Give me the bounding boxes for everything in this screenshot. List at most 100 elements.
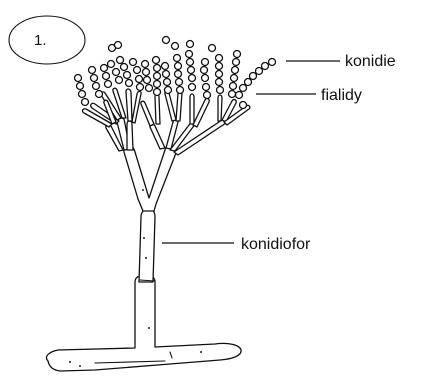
conidium (216, 71, 223, 78)
figure-number: 1. (34, 32, 47, 49)
conidium (245, 79, 252, 86)
conidium (230, 83, 237, 90)
stalk-lower (139, 209, 155, 282)
stalk-granule (148, 327, 150, 329)
metula (127, 121, 133, 150)
conidium (142, 61, 149, 68)
conidium (113, 69, 120, 76)
conidium (121, 64, 128, 71)
conidium (126, 80, 133, 87)
conidium (250, 73, 257, 80)
conidium (229, 91, 236, 98)
left-branch (83, 88, 142, 151)
conidium (153, 57, 160, 64)
conidium (232, 67, 239, 74)
stalk-granule (145, 257, 147, 259)
conidium (82, 99, 89, 106)
figure-number-badge: 1. (9, 16, 85, 64)
basal-hypha-outline (46, 275, 241, 371)
hypha-granule (79, 365, 81, 367)
conidium (162, 63, 169, 70)
conidium (93, 83, 100, 90)
conidium (117, 57, 124, 64)
conidium (77, 83, 84, 90)
right-branch (141, 90, 250, 155)
conidium (233, 59, 240, 66)
conidium (154, 81, 161, 88)
conidium (186, 51, 193, 58)
conidium (103, 73, 110, 80)
conidium (188, 67, 195, 74)
conidium (216, 79, 223, 86)
conidium (202, 75, 209, 82)
stalk-granule (143, 237, 145, 239)
conidium (175, 71, 182, 78)
conidium (187, 41, 194, 48)
conidia-label: konidie (345, 53, 396, 70)
conidium (75, 75, 82, 82)
conidium (154, 89, 161, 96)
phialide (126, 89, 132, 121)
phialide (193, 99, 209, 127)
conidium (175, 63, 182, 70)
conidium (202, 59, 209, 66)
hypha-granule (69, 361, 71, 363)
conidium (240, 85, 247, 92)
conidium (189, 75, 196, 82)
conidium (136, 76, 143, 83)
phialide (155, 94, 160, 124)
conidium (201, 67, 208, 74)
conidium (79, 91, 86, 98)
conidium (154, 65, 161, 72)
conidium (116, 77, 123, 84)
hypha-granule (200, 351, 202, 353)
conidium (216, 63, 223, 70)
conidium (187, 59, 194, 66)
conidium (89, 67, 96, 74)
conidium (172, 43, 179, 50)
stalk-upper (124, 146, 177, 211)
conidium (163, 37, 170, 44)
conidium (163, 71, 170, 78)
phialide (132, 91, 141, 123)
conidium (101, 65, 108, 72)
conidium (176, 79, 183, 86)
conidium (105, 81, 112, 88)
figure-number-ellipse (9, 16, 85, 64)
phialide (190, 94, 194, 124)
conidium (143, 69, 150, 76)
conidium (204, 92, 211, 99)
metula (150, 124, 165, 149)
conidium (236, 92, 243, 99)
stalk-granule (142, 189, 144, 191)
conidium (164, 79, 171, 86)
conidium (203, 84, 210, 91)
conidium (137, 84, 144, 91)
conidium (231, 75, 238, 82)
conidium (91, 75, 98, 82)
phialide (176, 90, 182, 121)
conidium (262, 63, 269, 70)
conidium (165, 87, 172, 94)
phialide (165, 91, 176, 121)
conidium (115, 42, 122, 49)
conidiophore-label: konidiofor (241, 236, 311, 253)
conidium (174, 55, 181, 62)
conidium (130, 59, 137, 66)
conidium (189, 84, 196, 91)
conidium (209, 45, 216, 52)
conidium (96, 91, 103, 98)
conidium (234, 51, 241, 58)
conidium (124, 72, 131, 79)
conidium (108, 61, 115, 68)
phialides-label: fialidy (321, 87, 362, 104)
conidium (154, 73, 161, 80)
conidium (146, 85, 153, 92)
conidium (269, 59, 276, 66)
phialide (141, 101, 154, 126)
conidium (256, 68, 263, 75)
conidium (240, 102, 247, 109)
phialide (218, 95, 222, 121)
